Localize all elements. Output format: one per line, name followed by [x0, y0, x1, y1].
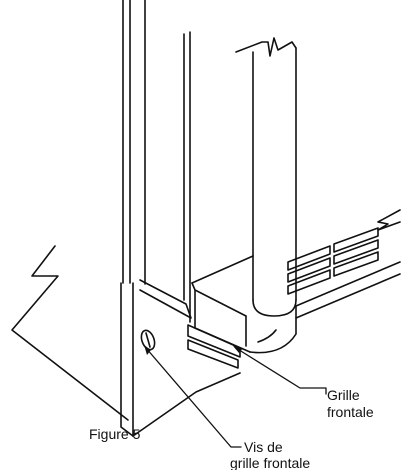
leader-lines	[145, 347, 327, 448]
leader-arrowhead-grille	[233, 346, 243, 353]
floor-outline	[11, 209, 401, 421]
pipe-bracket	[191, 255, 297, 354]
leader-arrowhead-screw	[144, 345, 151, 355]
label-front-grille-line1: Grille	[327, 387, 360, 403]
label-front-grille-line2: frontale	[327, 404, 374, 420]
label-screw-line1: Vis de	[244, 439, 283, 455]
label-screw-line2: grille frontale	[230, 455, 310, 470]
stove-front-panel	[120, 0, 241, 437]
pipe-leg	[235, 37, 297, 317]
figure-caption: Figure 5	[89, 426, 141, 442]
grille-screw	[140, 329, 156, 351]
front-grille	[187, 227, 401, 369]
